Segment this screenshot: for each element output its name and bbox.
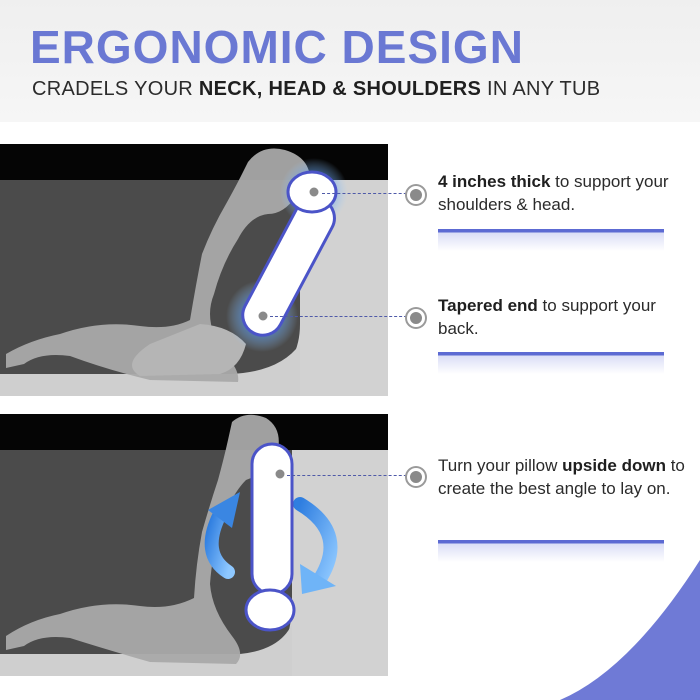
leader-line-2 [270, 316, 417, 317]
callout-tapered-bold: Tapered end [438, 296, 538, 315]
bath-pillow-flipped [250, 442, 294, 596]
tub-edge [240, 450, 388, 676]
divider-1 [438, 229, 664, 251]
marker-top [272, 466, 288, 482]
person-silhouette [6, 414, 279, 664]
callout-flip: Turn your pillow upside down to create t… [438, 454, 688, 500]
rotate-arrow-left [204, 507, 235, 579]
callout-thickness-bold: 4 inches thick [438, 172, 551, 191]
page-subtitle: CRADELS YOUR NECK, HEAD & SHOULDERS IN A… [32, 78, 600, 101]
divider-2 [438, 352, 664, 374]
header-band: ERGONOMIC DESIGN CRADELS YOUR NECK, HEAD… [0, 0, 700, 122]
leader-node-2 [407, 309, 425, 327]
decorative-corner-wave [560, 560, 700, 700]
callout-tapered: Tapered end to support your back. [438, 294, 688, 340]
page-title: ERGONOMIC DESIGN [30, 21, 524, 73]
callout-thickness-text: to support your shoulders & head. [438, 172, 669, 214]
callout-flip-text-end: to create the best angle to lay on. [438, 456, 685, 498]
leader-node-1 [407, 186, 425, 204]
marker-back [255, 308, 271, 324]
bathtub-scene-normal [0, 144, 388, 396]
callout-tapered-text: to support your back. [438, 296, 656, 338]
subtitle-emphasis: NECK, HEAD & SHOULDERS [198, 78, 482, 100]
divider-3 [438, 540, 664, 562]
callout-flip-text-start: Turn your pillow [438, 456, 563, 475]
marker-head [306, 184, 322, 200]
subtitle-text-end: IN ANY TUB [481, 78, 601, 100]
subtitle-text-start: CRADELS YOUR [32, 78, 199, 100]
person-silhouette [6, 148, 311, 382]
leader-line-3 [287, 475, 417, 476]
callout-thickness: 4 inches thick to support your shoulders… [438, 170, 688, 216]
tub-edge [230, 180, 388, 396]
tub-rim [0, 414, 388, 450]
bathtub-scene-flipped [0, 414, 388, 676]
leader-line-1 [322, 193, 417, 194]
rotate-arrow-right [293, 497, 338, 589]
leader-node-3 [407, 468, 425, 486]
callout-flip-bold: upside down [562, 456, 666, 475]
